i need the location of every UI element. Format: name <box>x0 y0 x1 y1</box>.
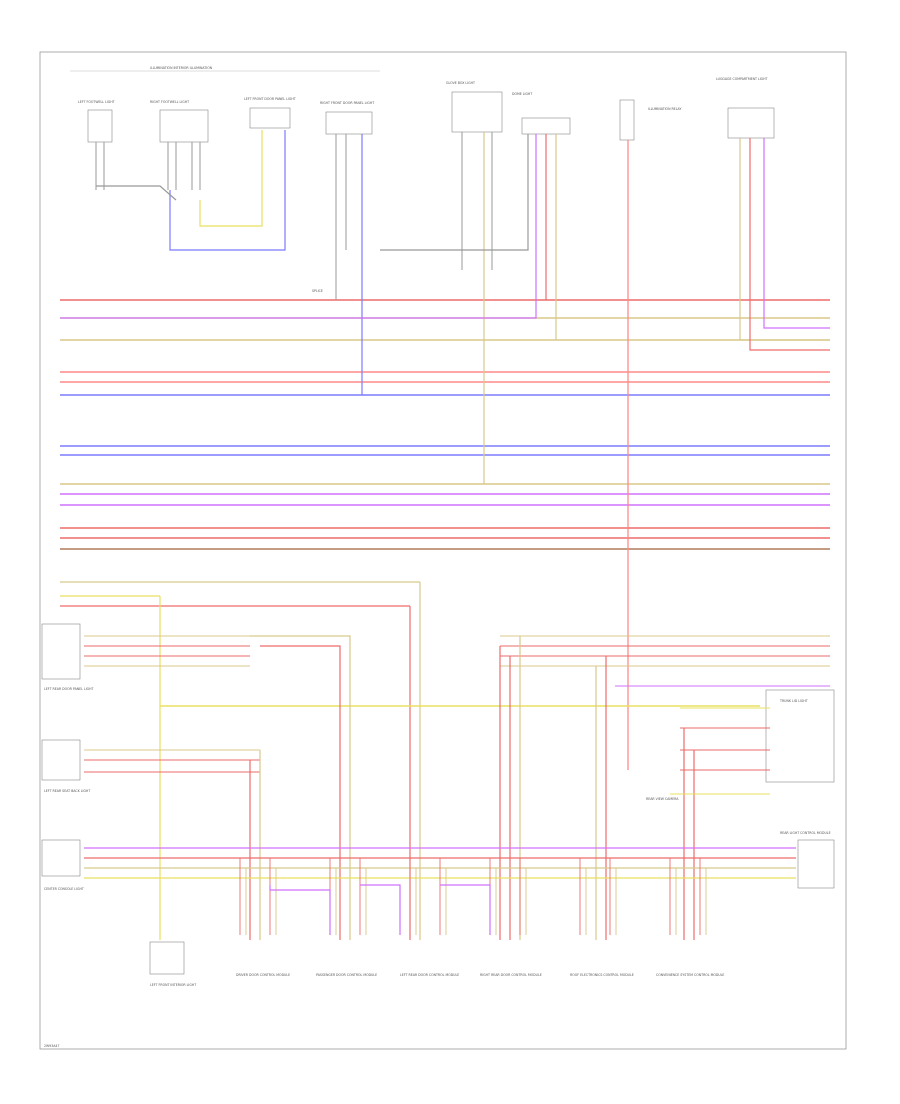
bottom-module-5: RIGHT REAR DOOR CONTROL MODULE <box>480 973 542 977</box>
luggage-compartment-light-connector: LUGGAGE COMPARTMENT LIGHT <box>716 77 775 139</box>
jumper-2 <box>360 884 401 935</box>
right-footwell-light-connector: RIGHT FOOTWELL LIGHT <box>150 100 209 143</box>
tr-tan-wire <box>739 138 830 341</box>
svg-text:REAR LIGHT CONTROL MODULE: REAR LIGHT CONTROL MODULE <box>780 831 831 835</box>
bottom-module-6: ROOF ELECTRONICS CONTROL MODULE <box>570 973 634 977</box>
wire-layer <box>60 130 830 940</box>
bottom-module-1: LEFT FRONT INTERIOR LIGHT <box>149 941 196 987</box>
svg-text:CENTER CONSOLE LIGHT: CENTER CONSOLE LIGHT <box>44 887 84 891</box>
svg-text:RIGHT REAR DOOR CONTROL MODULE: RIGHT REAR DOOR CONTROL MODULE <box>480 973 542 977</box>
l-run-2 <box>260 645 341 940</box>
bottom-module-3: PASSENGER DOOR CONTROL MODULE <box>316 973 377 977</box>
svg-text:RIGHT FRONT DOOR PANEL LIGHT: RIGHT FRONT DOOR PANEL LIGHT <box>320 101 374 105</box>
bottom-module-4: LEFT REAR DOOR CONTROL MODULE <box>400 973 459 977</box>
svg-text:LEFT FRONT INTERIOR LIGHT: LEFT FRONT INTERIOR LIGHT <box>150 983 196 987</box>
tr-violet-wire <box>763 138 830 329</box>
bottom-module-2: DRIVER DOOR CONTROL MODULE <box>236 973 290 977</box>
page-id: 2W93A47 <box>44 1044 59 1048</box>
l-run-1 <box>250 635 351 940</box>
left-footwell-light-connector: LEFT FOOTWELL LIGHT <box>78 100 115 143</box>
left-rear-seat-back-light-module: LEFT REAR SEAT BACK LIGHT <box>41 739 90 793</box>
left-front-door-panel-light-connector: LEFT FRONT DOOR PANEL LIGHT <box>244 97 296 129</box>
glove-box-light-connector: GLOVE BOX LIGHT <box>446 81 503 133</box>
trunk-lid-light-module: TRUNK LID LIGHT <box>765 689 835 783</box>
rear-light-control-module: REAR LIGHT CONTROL MODULE <box>780 831 835 889</box>
illumination-relay-connector: ILLUMINATION RELAY <box>619 99 681 141</box>
svg-text:CONVENIENCE SYSTEM CONTROL MOD: CONVENIENCE SYSTEM CONTROL MODULE <box>656 973 724 977</box>
svg-text:ILLUMINATION RELAY: ILLUMINATION RELAY <box>648 107 681 111</box>
rear-view-camera-label: REAR VIEW CAMERA <box>646 797 679 801</box>
svg-text:PASSENGER DOOR CONTROL MODULE: PASSENGER DOOR CONTROL MODULE <box>316 973 377 977</box>
svg-text:DRIVER DOOR CONTROL MODULE: DRIVER DOOR CONTROL MODULE <box>236 973 290 977</box>
jumper-3 <box>440 884 491 935</box>
gray-join-wire <box>96 185 177 201</box>
svg-text:LEFT FRONT DOOR PANEL LIGHT: LEFT FRONT DOOR PANEL LIGHT <box>244 97 296 101</box>
svg-text:LEFT REAR DOOR CONTROL MODULE: LEFT REAR DOOR CONTROL MODULE <box>400 973 459 977</box>
svg-text:REAR VIEW CAMERA: REAR VIEW CAMERA <box>646 797 679 801</box>
jumper-1 <box>269 885 331 935</box>
svg-text:LEFT REAR SEAT BACK LIGHT: LEFT REAR SEAT BACK LIGHT <box>44 789 90 793</box>
svg-text:DOME LIGHT: DOME LIGHT <box>512 92 532 96</box>
svg-text:LEFT FOOTWELL LIGHT: LEFT FOOTWELL LIGHT <box>78 100 115 104</box>
yellow-loop-wire <box>199 130 263 227</box>
svg-text:GLOVE BOX LIGHT: GLOVE BOX LIGHT <box>446 81 475 85</box>
svg-text:LEFT REAR DOOR PANEL LIGHT: LEFT REAR DOOR PANEL LIGHT <box>44 687 94 691</box>
center-console-light-module: CENTER CONSOLE LIGHT <box>41 839 84 891</box>
dome-violet-wire <box>60 134 537 319</box>
right-front-door-panel-light-connector: RIGHT FRONT DOOR PANEL LIGHT <box>320 101 374 135</box>
diagram-frame <box>39 51 847 1050</box>
svg-text:RIGHT FOOTWELL LIGHT: RIGHT FOOTWELL LIGHT <box>150 100 189 104</box>
svg-text:TRUNK LID LIGHT: TRUNK LID LIGHT <box>779 699 808 703</box>
header-label: ILLUMINATION INTERIOR ILLUMINATION <box>150 66 213 70</box>
dome-light-connector: DOME LIGHT <box>512 92 571 135</box>
svg-text:ROOF ELECTRONICS CONTROL MODUL: ROOF ELECTRONICS CONTROL MODULE <box>570 973 634 977</box>
blue-loop-wire <box>169 130 286 251</box>
dome-gray-wire <box>380 134 529 251</box>
left-rear-door-panel-light-module: LEFT REAR DOOR PANEL LIGHT <box>41 623 94 691</box>
bottom-module-7: CONVENIENCE SYSTEM CONTROL MODULE <box>656 973 724 977</box>
splice-label: SPLICE <box>312 289 323 293</box>
svg-text:LUGGAGE COMPARTMENT LIGHT: LUGGAGE COMPARTMENT LIGHT <box>716 77 768 81</box>
tr-red-wire <box>749 138 830 351</box>
